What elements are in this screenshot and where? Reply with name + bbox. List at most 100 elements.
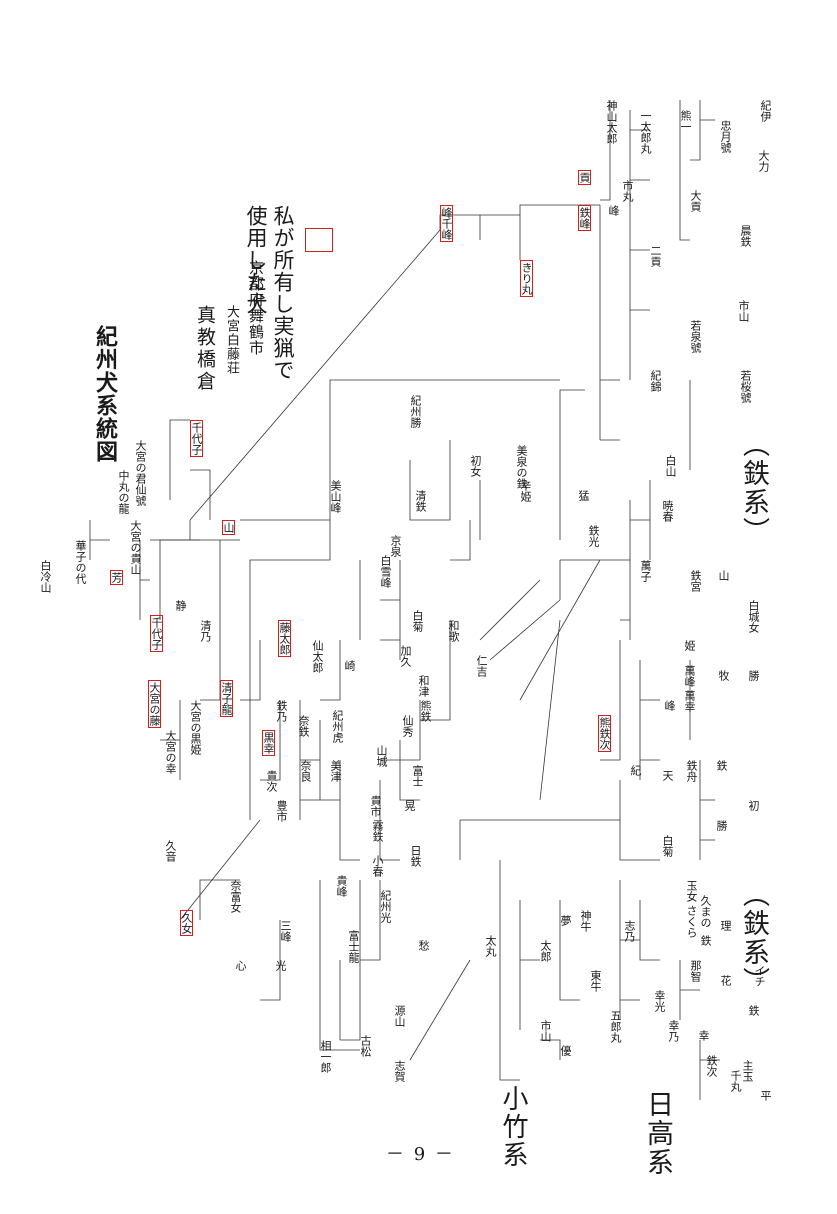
dog-node-owned: 芳 bbox=[110, 570, 123, 585]
dog-node: 紀錦 bbox=[649, 370, 662, 392]
dog-node: 晨鉄 bbox=[739, 225, 752, 247]
legend-note-line2: 使用した犬 bbox=[244, 205, 268, 315]
dog-node-owned: 黒幸 bbox=[262, 730, 275, 756]
dog-node: 華子の代 bbox=[74, 540, 87, 584]
dog-node: 忠月號 bbox=[719, 120, 732, 153]
dog-node: 三峰 bbox=[279, 920, 292, 942]
dog-node: 古松 bbox=[359, 1035, 372, 1057]
page-number: － 9 － bbox=[386, 1144, 455, 1165]
dog-node-owned: 千代子 bbox=[150, 615, 163, 652]
dog-node: 理 bbox=[719, 920, 732, 931]
dog-node: 相一郎 bbox=[319, 1040, 332, 1073]
dog-node: 大宮の黒姫 bbox=[189, 700, 202, 755]
dog-node-owned: 千代子 bbox=[190, 420, 203, 457]
dog-node: 美津 bbox=[329, 760, 342, 782]
dog-node: 幸光 bbox=[653, 990, 666, 1012]
dog-node: 小春 bbox=[371, 855, 384, 877]
dog-node: 紀州勝 bbox=[409, 395, 422, 428]
dog-node: 千丸 bbox=[729, 1070, 742, 1092]
dog-node: 中丸の龍 bbox=[117, 470, 130, 514]
dog-node-owned: 貢 bbox=[578, 170, 591, 185]
dog-node: 那智 bbox=[689, 960, 702, 982]
dog-node: 静 bbox=[174, 600, 187, 611]
dog-node: 五郎丸 bbox=[609, 1010, 622, 1043]
dog-node: 熊一 bbox=[679, 110, 692, 132]
dog-node: 山城 bbox=[375, 745, 388, 767]
dog-node: 久まの bbox=[699, 895, 712, 928]
dog-node: 清鉄 bbox=[414, 490, 427, 512]
dog-node: 熊鉄 bbox=[419, 700, 432, 722]
author-name: 真教橋倉 bbox=[194, 305, 216, 393]
dog-node: イチ bbox=[753, 965, 766, 987]
dog-node: 山 bbox=[717, 570, 730, 581]
dog-node: 美泉の鉄 bbox=[515, 445, 528, 489]
dog-node: 愁 bbox=[417, 940, 430, 951]
dog-node: 大宮の君仙號 bbox=[134, 440, 147, 506]
dog-node: 貴次 bbox=[265, 770, 278, 792]
dog-node-owned: 藤太郎 bbox=[278, 620, 291, 657]
dog-node: 仁吉 bbox=[475, 655, 488, 677]
dog-node: 天 bbox=[661, 770, 674, 781]
dog-node-owned: 鉄峰 bbox=[578, 205, 591, 231]
dog-node: 紀州光 bbox=[379, 890, 392, 923]
dog-node: 峰 bbox=[607, 205, 620, 216]
dog-node: 紀伊 bbox=[759, 100, 772, 122]
dog-node: 大貢 bbox=[689, 190, 702, 212]
dog-node: 鉄 bbox=[715, 760, 728, 771]
author-address: 京都府舞鶴市 bbox=[247, 260, 265, 356]
dog-node: 奈鉄 bbox=[297, 715, 310, 737]
dog-node: 一太郎丸 bbox=[639, 110, 652, 154]
dog-node: 若泉號 bbox=[689, 320, 702, 353]
dog-node: 和歌 bbox=[447, 620, 460, 642]
dog-node: 暁春 bbox=[661, 500, 674, 522]
dog-node: 東牛 bbox=[589, 970, 602, 992]
dog-node: 久音 bbox=[164, 840, 177, 862]
dog-node: 牧 bbox=[717, 670, 730, 681]
dog-node: 清乃 bbox=[199, 620, 212, 642]
dog-node: 大力 bbox=[757, 150, 770, 172]
dog-node: 仙太郎 bbox=[311, 640, 324, 673]
dog-node: 京泉 bbox=[389, 535, 402, 557]
dog-node: 源山 bbox=[393, 1005, 406, 1027]
dog-node: 富士龍 bbox=[347, 930, 360, 963]
dog-node: 萬峰 bbox=[683, 665, 696, 687]
section-label-kotake: 小竹系 bbox=[498, 1085, 528, 1169]
dog-node: 白菊 bbox=[661, 835, 674, 857]
dog-node: 白雪峰 bbox=[379, 555, 392, 588]
dog-node: 貴市 bbox=[369, 795, 382, 817]
dog-node: 太郎 bbox=[539, 940, 552, 962]
dog-node: 萬幸 bbox=[683, 690, 696, 712]
dog-node: 初 bbox=[747, 800, 760, 811]
dog-node-owned: 峰千峰 bbox=[440, 205, 453, 242]
dog-node: 白冷山 bbox=[39, 560, 52, 593]
chart-title: 紀州犬系統図 bbox=[92, 325, 118, 463]
dog-node: 優 bbox=[559, 1045, 572, 1056]
dog-node: 平 bbox=[759, 1090, 772, 1101]
dog-node: 主玉 bbox=[741, 1060, 754, 1082]
dog-node: 勝 bbox=[715, 820, 728, 831]
dog-node: 市丸 bbox=[621, 180, 634, 202]
dog-node: 貴峰 bbox=[335, 875, 348, 897]
dog-node: さくら bbox=[685, 905, 698, 938]
dog-node: 志乃 bbox=[623, 920, 636, 942]
dog-node: 鉄宮 bbox=[689, 570, 702, 592]
author-address-sub: 大宮白藤荘 bbox=[224, 305, 239, 375]
dog-node: 白城女 bbox=[747, 600, 760, 633]
dog-node: 晃 bbox=[403, 800, 416, 811]
legend-swatch bbox=[305, 228, 333, 252]
section-label-tetsu-mid: （鉄系） bbox=[738, 880, 769, 996]
dog-node: 幸乃 bbox=[667, 1020, 680, 1042]
dog-node: 仙秀 bbox=[401, 715, 414, 737]
dog-node-owned: 清子龍 bbox=[220, 680, 233, 717]
dog-node: 紀 bbox=[629, 765, 642, 776]
dog-node-owned: 大宮の藤 bbox=[148, 680, 161, 728]
dog-node: 鉄次 bbox=[705, 1055, 718, 1077]
dog-node: 日鉄 bbox=[409, 845, 422, 867]
dog-node: 萬子 bbox=[639, 560, 652, 582]
legend-note-line1: 私が所有し実猟で bbox=[271, 205, 295, 381]
dog-node: 市山 bbox=[737, 300, 750, 322]
dog-node: 光 bbox=[274, 960, 287, 971]
dog-node: 和津 bbox=[417, 675, 430, 697]
dog-node: 辛姫 bbox=[519, 480, 532, 502]
